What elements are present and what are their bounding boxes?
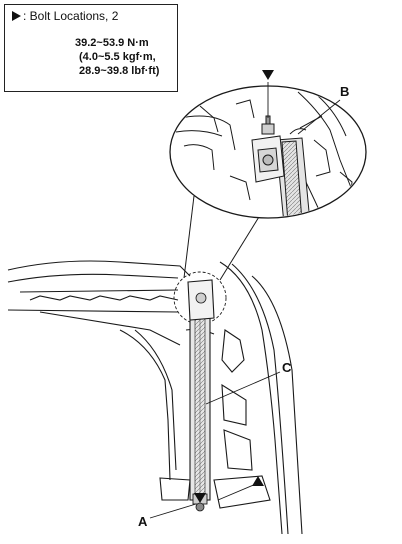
- triangle-marker-icon: [12, 11, 21, 21]
- body-frame: [7, 260, 303, 535]
- callout-c: C: [282, 360, 292, 375]
- bolt-marker-right: [252, 476, 264, 486]
- bolt-marker-detail: [262, 70, 274, 80]
- leader-c: [205, 371, 281, 405]
- legend-box: : Bolt Locations, 2 39.2~53.9 N·m (4.0~5…: [4, 4, 178, 92]
- callout-a: A: [138, 514, 148, 529]
- legend-bolt-locations: : Bolt Locations, 2: [12, 9, 118, 23]
- detail-magnified: [169, 70, 367, 219]
- bolt-marker-lower: [194, 493, 206, 503]
- bolt-locations-label: : Bolt Locations, 2: [23, 9, 119, 23]
- leader-b: [297, 99, 341, 135]
- torque-kgfm: (4.0~5.5 kgf·m,: [79, 51, 156, 63]
- torque-lbfft: 28.9~39.8 lbf·ft): [79, 65, 160, 77]
- callout-b: B: [340, 84, 350, 99]
- adjuster-rail: [189, 299, 211, 501]
- leader-a: [149, 503, 197, 519]
- zoom-leader-left: [183, 195, 195, 279]
- torque-nm: 39.2~53.9 N·m: [75, 37, 149, 49]
- upper-anchor: [187, 279, 215, 321]
- zoom-leader-right: [219, 211, 263, 281]
- torque-spec: 39.2~53.9 N·m (4.0~5.5 kgf·m, 28.9~39.8 …: [75, 36, 159, 78]
